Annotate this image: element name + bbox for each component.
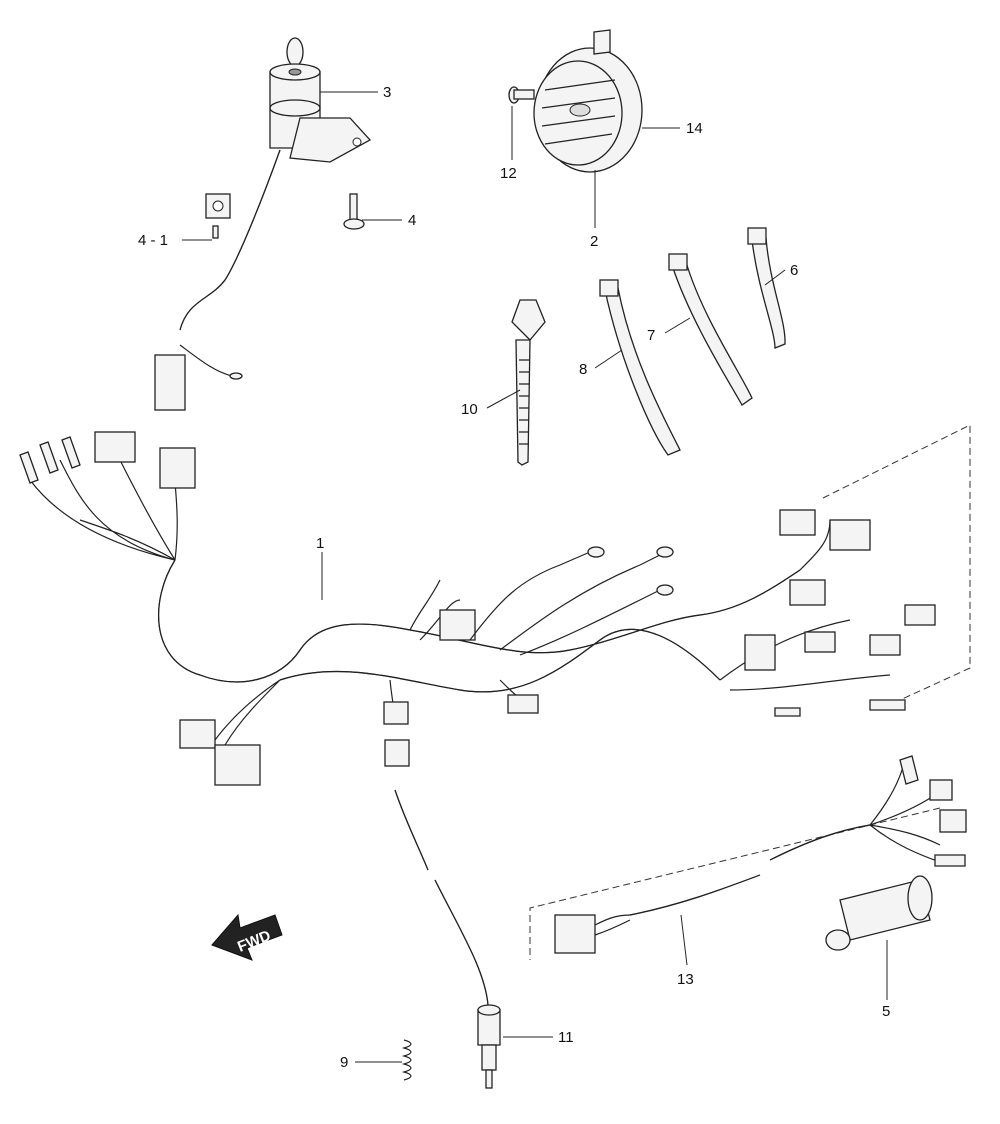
bolt-part — [343, 193, 365, 230]
leader-lines — [182, 91, 888, 1063]
relay-part — [825, 875, 933, 951]
callout-1: 1 — [316, 535, 324, 552]
callout-12: 12 — [500, 165, 517, 182]
callout-labels: 3 4 4 - 1 2 12 14 6 7 8 10 1 11 9 13 5 — [138, 84, 890, 1071]
callout-9: 9 — [340, 1054, 348, 1071]
clip-and-screw-part — [205, 193, 231, 239]
dashed-boundary — [529, 424, 971, 960]
tie-strap-part — [511, 299, 546, 466]
callout-4: 4 — [408, 212, 416, 229]
forward-direction-arrow: FWD — [211, 913, 283, 961]
callout-13: 13 — [677, 971, 694, 988]
callout-10: 10 — [461, 401, 478, 418]
main-harness-part — [19, 431, 936, 786]
sensor-lead-part — [384, 739, 501, 1089]
screw-part — [508, 86, 535, 104]
callout-6: 6 — [790, 262, 798, 279]
callout-2: 2 — [590, 233, 598, 250]
cable-ties-part — [599, 227, 786, 456]
callout-3: 3 — [383, 84, 391, 101]
callout-7: 7 — [647, 327, 655, 344]
horn-part — [533, 29, 643, 173]
callout-8: 8 — [579, 361, 587, 378]
callout-5: 5 — [882, 1003, 890, 1020]
ignition-switch-part — [154, 37, 372, 411]
spring-part — [401, 1039, 412, 1081]
sub-harness-part — [554, 755, 967, 954]
callout-11: 11 — [558, 1029, 574, 1046]
callout-14: 14 — [686, 120, 703, 137]
callout-4-1: 4 - 1 — [138, 232, 168, 249]
